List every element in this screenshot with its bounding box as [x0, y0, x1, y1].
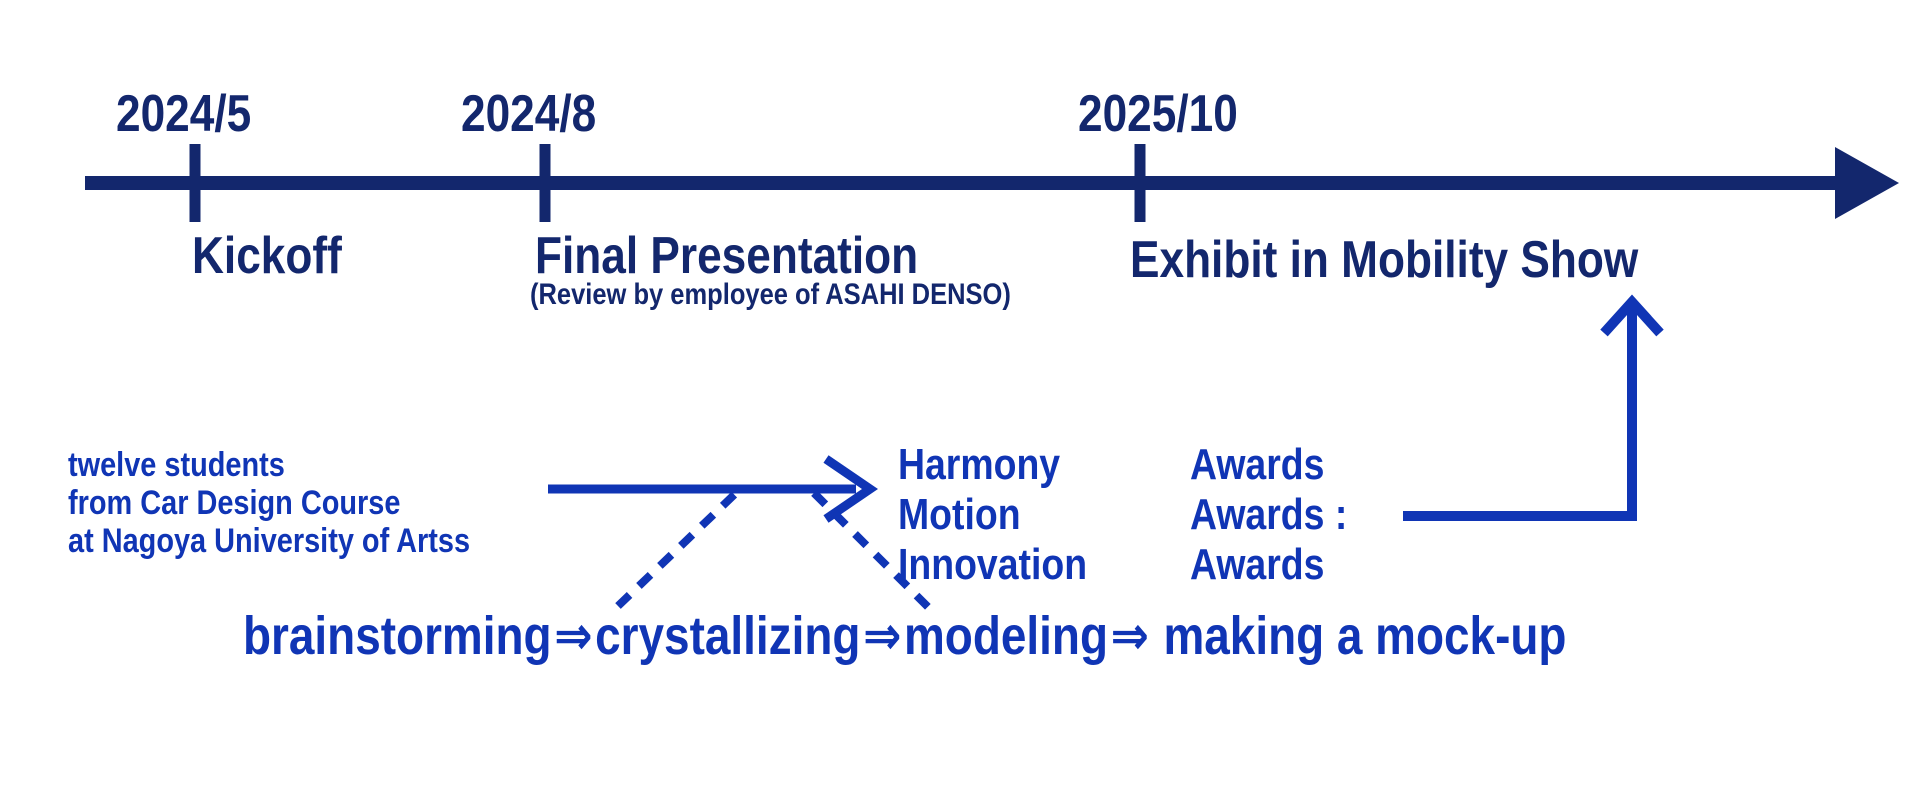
process-dashed-line-left [615, 490, 739, 609]
team-description: twelve students from Car Design Course a… [68, 446, 470, 560]
double-arrow-icon: ⇒ [554, 604, 593, 667]
team-to-awards-arrowhead-icon [823, 455, 878, 523]
award-suffix-motion: Awards : [1190, 490, 1348, 539]
milestone-label-final-presentation: Final Presentation [535, 227, 919, 285]
milestone-date-kickoff: 2024/5 [116, 85, 252, 143]
phase-mock-up: making a mock-up [1163, 606, 1567, 666]
timeline-arrowhead-icon [1835, 147, 1899, 219]
process-phases-row: brainstorming ⇒ crystallizing ⇒ modeling… [243, 604, 1566, 667]
award-name-innovation: Innovation [898, 540, 1088, 589]
team-line-3: at Nagoya University of Artss [68, 522, 471, 560]
milestone-date-mobility-show: 2025/10 [1078, 85, 1238, 143]
milestone-label-kickoff: Kickoff [192, 227, 342, 285]
team-line-2: from Car Design Course [68, 484, 401, 522]
award-names-column: Harmony Motion Innovation [898, 440, 1087, 590]
award-suffix-harmony: Awards [1190, 440, 1325, 489]
award-name-harmony: Harmony [898, 440, 1061, 489]
phase-brainstorming: brainstorming [243, 606, 552, 666]
awards-to-exhibit-arrowhead-icon [1600, 294, 1664, 337]
award-suffixes-column: Awards Awards : Awards [1190, 440, 1347, 590]
award-suffix-innovation: Awards [1190, 540, 1325, 589]
milestone-label-mobility-show: Exhibit in Mobility Show [1130, 231, 1639, 289]
award-name-motion: Motion [898, 490, 1021, 539]
double-arrow-icon: ⇒ [1110, 604, 1150, 667]
phase-crystallizing: crystallizing [595, 606, 861, 666]
milestone-date-final-presentation: 2024/8 [461, 85, 597, 143]
awards-to-exhibit-connector [1403, 304, 1637, 521]
milestone-sublabel-review: (Review by employee of ASAHI DENSO) [530, 278, 1011, 311]
phase-modeling: modeling [903, 606, 1108, 666]
double-arrow-icon: ⇒ [862, 604, 902, 667]
team-line-1: twelve students [68, 446, 285, 484]
